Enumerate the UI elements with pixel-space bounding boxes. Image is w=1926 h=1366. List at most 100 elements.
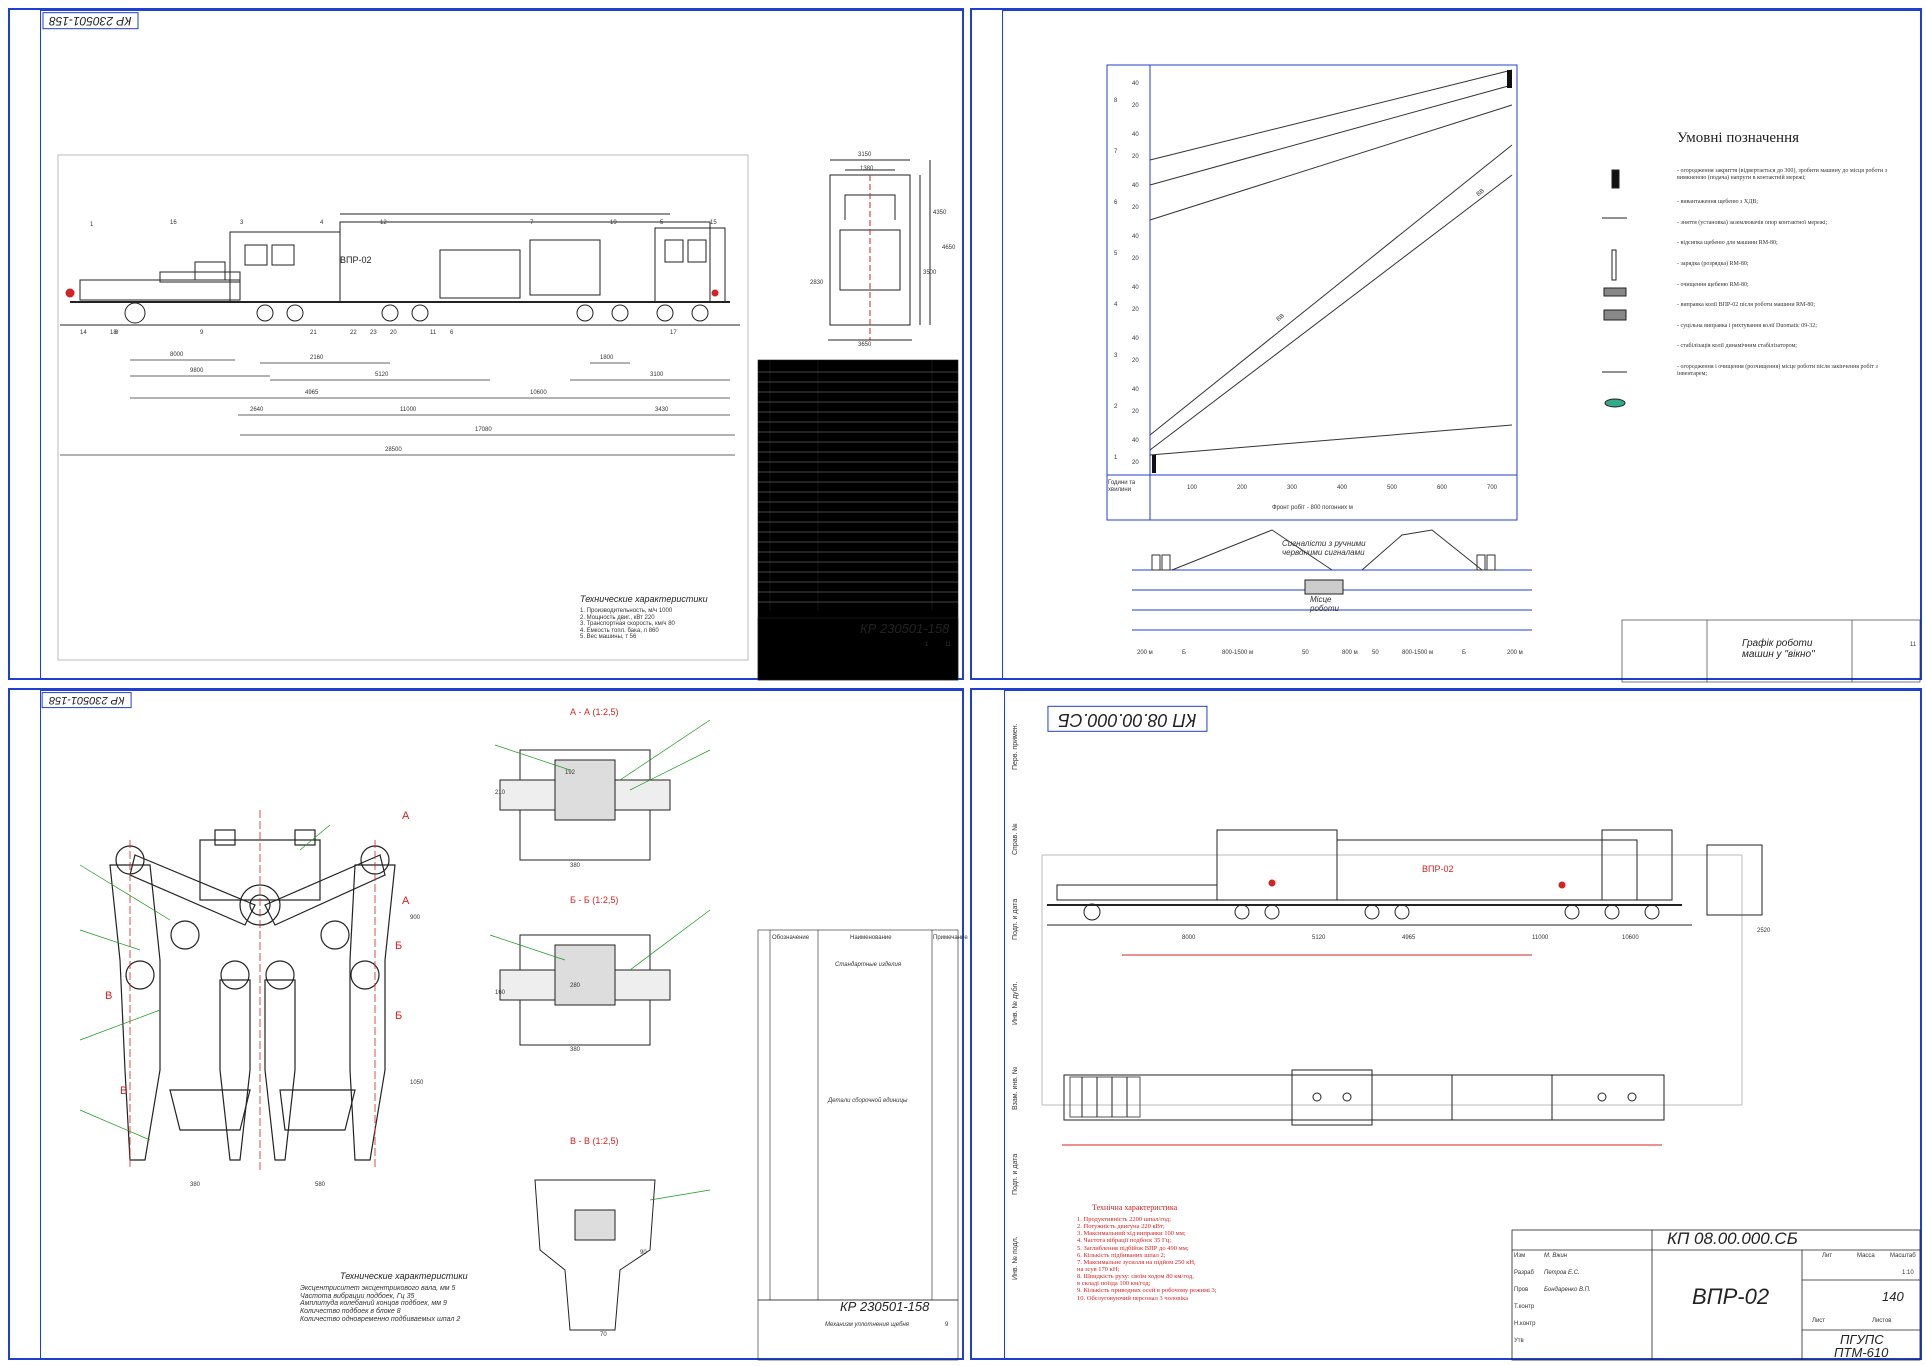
dim-label: 10600 (1622, 935, 1639, 941)
person-name: Петров Е.С. (1544, 1270, 1580, 1276)
title-block-code: КП 08.00.000.СБ (1667, 1229, 1798, 1248)
tech-line: 1. Продуктивність 2200 шпал/год; (1077, 1216, 1171, 1223)
dim-label: 1800 (600, 355, 614, 361)
part-number: 11 (430, 330, 437, 336)
sheet-inner-frame (1002, 10, 1922, 680)
tech-line: 5. Заглиблення підбійок ВПР до 490 мм; (1077, 1244, 1189, 1252)
dim-label: 4965 (1402, 935, 1416, 941)
track-dim-label: Б (1462, 650, 1466, 656)
dim-label: 3150 (858, 152, 872, 158)
sheet-number: 1 (925, 642, 929, 648)
y-hour-label: 1 (1114, 455, 1118, 461)
role-label: Н.контр (1514, 1321, 1536, 1327)
section-mark: Б (395, 940, 403, 952)
dim-label: 4650 (942, 245, 956, 251)
section-mark: А (402, 895, 410, 907)
title-block-name: Механизм уплотнения щебня (825, 1322, 909, 1328)
part-number: 3 (240, 220, 244, 226)
dim-label: 11000 (400, 407, 417, 413)
dim-label: 3650 (858, 342, 872, 348)
spec-line: Количество одновременно подбиваемых шпал… (300, 1315, 461, 1323)
legend-item: - очищення щебеню RM-80; (1677, 281, 1749, 288)
table-section-title: Детали сборочной единицы (828, 1098, 908, 1104)
dim-label: 3100 (650, 372, 664, 378)
org-line: ПТМ-610 (1834, 1345, 1889, 1360)
part-number: 6 (450, 330, 454, 336)
part-number: 4 (320, 220, 324, 226)
legend-item: - вивантаження щебеню з ХДВ; (1677, 199, 1759, 206)
section-mark: Б (395, 1010, 403, 1022)
y-minute-label: 20 (1132, 154, 1139, 160)
tech-line: 7. Максимальне зусилля на підйом 250 кН, (1077, 1258, 1196, 1266)
sheet-top-right: Умовні позначення - огородження закриття… (970, 8, 1922, 683)
dim-label: 1050 (410, 1080, 424, 1086)
dim-label: 900 (410, 915, 421, 921)
y-minute-label: 20 (1132, 358, 1139, 364)
role-label: Т.контр (1514, 1304, 1535, 1310)
x-tick-label: 100 (1187, 485, 1198, 491)
spec-line: 3. Транспортная скорость, км/ч 80 (580, 621, 675, 628)
sheet-bottom-left: КР 230501-158 (8, 688, 968, 1361)
legend-item: - виправка колії ВПР-02 після роботи маш… (1677, 302, 1816, 309)
y-minute-label: 20 (1132, 409, 1139, 415)
dim-label: 4350 (933, 210, 947, 216)
sheet-inner-frame (40, 690, 964, 1360)
legend-item: - суцільна виправка і рихтування колії D… (1677, 322, 1817, 329)
part-number: 17 (670, 330, 677, 336)
y-minute-label: 40 (1132, 234, 1139, 240)
y-minute-label: 40 (1132, 183, 1139, 189)
part-number: 9 (200, 330, 204, 336)
table-head-designation: Обозначение (772, 935, 810, 941)
y-hour-label: 8 (1114, 98, 1118, 104)
dim-label: 380 (190, 1182, 201, 1188)
x-tick-label: 400 (1337, 485, 1348, 491)
section-vv-title: В - В (1:2,5) (570, 1136, 619, 1146)
sheet-number: 9 (945, 1322, 949, 1328)
role-label: Изм (1514, 1253, 1526, 1259)
y-hour-label: 5 (1114, 251, 1118, 257)
part-number: 12 (380, 220, 387, 226)
y-minute-label: 20 (1132, 103, 1139, 109)
sheet-top-left: КР 230501-158 ВПР-02 (8, 8, 964, 681)
dim-label: 2640 (250, 407, 264, 413)
y-minute-label: 40 (1132, 132, 1139, 138)
x-tick-label: 500 (1387, 485, 1398, 491)
legend-item: - стабілізація колії динамічним стабіліз… (1677, 343, 1797, 350)
track-dim-label: Б (1182, 650, 1186, 656)
tech-line: в складі поїзда 100 км/год; (1077, 1280, 1151, 1288)
y-hour-label: 7 (1114, 149, 1118, 155)
org-line: ПГУПС (1840, 1332, 1884, 1347)
tech-heading: Технічна характеристика (1092, 1203, 1178, 1212)
person-name: Бондаренко В.П. (1544, 1287, 1591, 1293)
tech-specs-list: 1. Производительность, м/ч 1000 2. Мощно… (580, 608, 675, 641)
part-number: 22 (350, 330, 357, 336)
section-mark: В (105, 990, 113, 1002)
dim-label: 3500 (923, 270, 937, 276)
track-dim-label: 200 м (1507, 650, 1523, 656)
dim-label: 8000 (1182, 935, 1196, 941)
track-dim-label: 50 (1372, 650, 1379, 656)
title-block-name: Графік роботи машин у "вікно" (1742, 638, 1815, 660)
table-head-note: Примечание (933, 935, 968, 941)
x-tick-label: 600 (1437, 485, 1448, 491)
table-section-title: Стандартные изделия (835, 962, 902, 968)
role-label: Пров (1514, 1287, 1529, 1293)
dim-label: 10600 (530, 390, 547, 396)
tech-line: на зсув 170 кН; (1077, 1265, 1120, 1273)
dim-label: 160 (495, 990, 506, 996)
mass-value: 140 (1882, 1289, 1904, 1304)
dim-label: 5120 (1312, 935, 1326, 941)
person-name: М. Вжин (1544, 1253, 1568, 1259)
tech-line: 6. Кількість підбиваних шпал 2; (1077, 1251, 1166, 1259)
y-minute-label: 20 (1132, 307, 1139, 313)
dim-label: 380 (570, 1047, 581, 1053)
part-number: 14 (80, 330, 87, 336)
title-block-label: Лист (1812, 1318, 1826, 1324)
part-number: 16 (170, 220, 177, 226)
part-number: 15 (710, 220, 717, 226)
title-block-label: Масса (1857, 1253, 1875, 1259)
y-minute-label: 40 (1132, 438, 1139, 444)
tech-specs-heading: Технические характеристики (340, 1271, 468, 1281)
x-tick-label: 200 (1237, 485, 1248, 491)
